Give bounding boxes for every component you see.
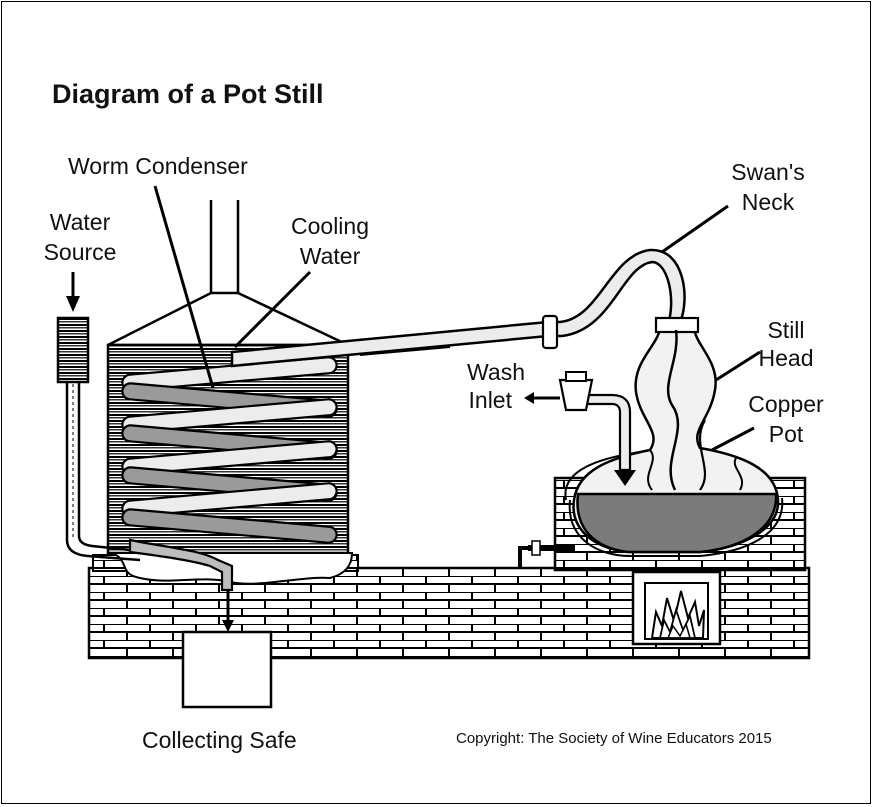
diagram-title: Diagram of a Pot Still <box>52 79 324 109</box>
label-swans-neck: Swan's Neck <box>661 159 805 254</box>
label-cooling-water-line2: Water <box>300 243 361 269</box>
pot-still-body <box>564 316 784 557</box>
drain-tap <box>518 540 575 568</box>
label-worm-condenser: Worm Condenser <box>68 153 248 389</box>
label-collecting-safe: Collecting Safe <box>142 727 297 753</box>
label-swans-neck-line2: Neck <box>742 189 795 215</box>
label-still-head-line1: Still <box>767 317 804 343</box>
wash-inlet-pipe <box>524 371 636 486</box>
copyright-notice: Copyright: The Society of Wine Educators… <box>456 730 772 747</box>
fire-flames-icon <box>650 590 705 639</box>
distillate-outlet <box>222 590 234 632</box>
label-copper-pot-line1: Copper <box>748 391 824 417</box>
worm-coil <box>121 356 338 592</box>
label-cooling-water-line1: Cooling <box>291 213 369 239</box>
label-wash-inlet-line1: Wash <box>467 359 525 385</box>
label-copper-pot: Copper Pot <box>711 391 824 452</box>
label-water-source: Water Source <box>44 209 117 312</box>
label-wash-inlet: Wash Inlet <box>467 359 525 413</box>
firebox <box>631 570 722 646</box>
water-source-tube <box>56 316 141 562</box>
label-water-source-line2: Source <box>44 239 117 265</box>
label-worm-condenser-text: Worm Condenser <box>68 153 248 179</box>
label-swans-neck-line1: Swan's <box>731 159 804 185</box>
label-water-source-line1: Water <box>50 209 111 235</box>
collecting-safe <box>181 630 273 709</box>
label-still-head: Still Head <box>715 317 814 382</box>
label-wash-inlet-line2: Inlet <box>469 387 513 413</box>
label-still-head-line2: Head <box>759 345 814 371</box>
label-cooling-water: Cooling Water <box>233 213 369 349</box>
label-copper-pot-line2: Pot <box>769 421 804 447</box>
